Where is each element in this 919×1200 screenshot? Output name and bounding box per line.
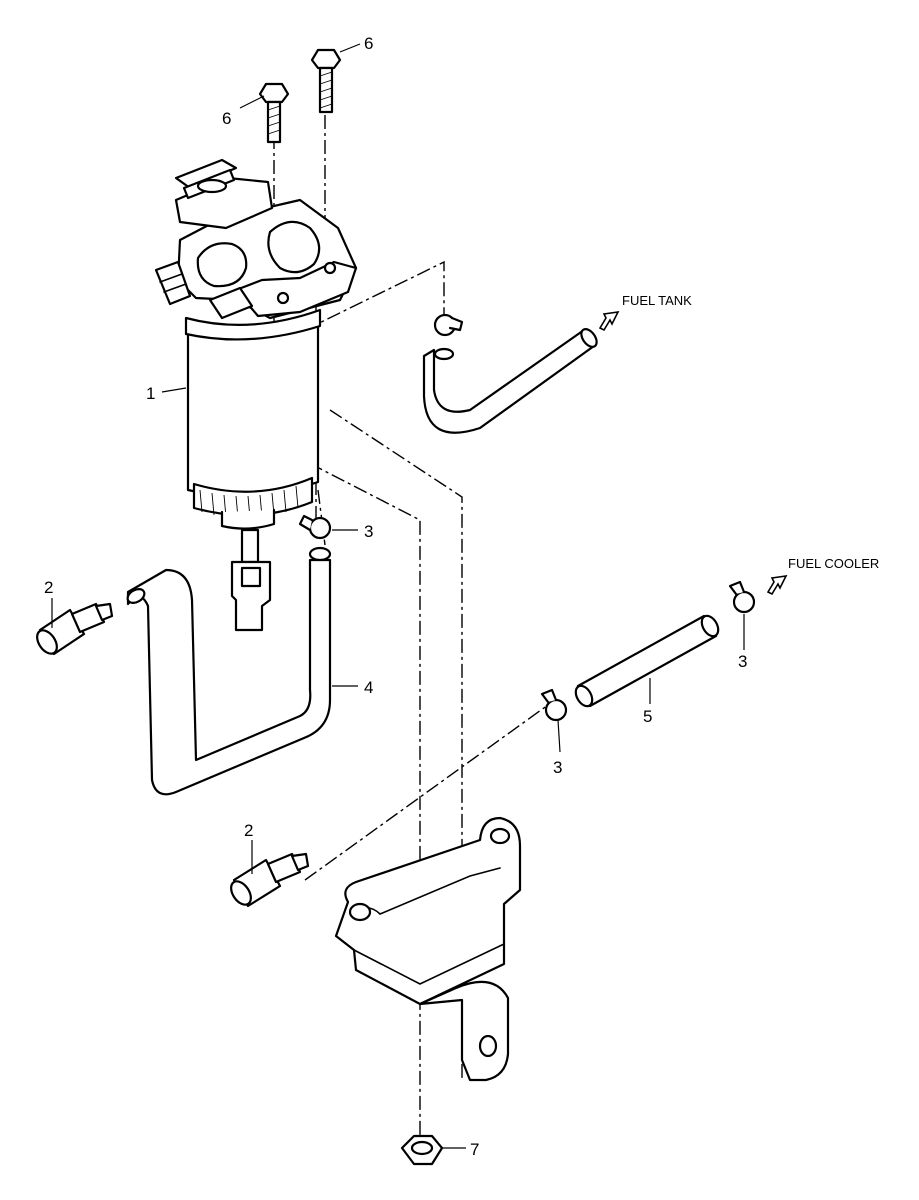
callouts: 1 2 2 3 3 3 4 5 6 6 7 (44, 34, 747, 1159)
callout-5: 5 (643, 707, 652, 726)
return-hose-fuel-tank (422, 328, 598, 434)
callout-6-right: 6 (364, 34, 373, 53)
connector-upper (36, 602, 114, 656)
clamp-tube-right (728, 580, 756, 614)
hollow-arrow-icon (598, 310, 620, 332)
tube-5 (574, 614, 720, 708)
hollow-arrow-icon (766, 574, 788, 596)
nut-7 (400, 1134, 444, 1166)
callout-3-left: 3 (553, 758, 562, 777)
callout-6-left: 6 (222, 109, 231, 128)
mounting-bracket (334, 816, 522, 1082)
destination-labels: FUEL TANK FUEL COOLER (622, 293, 879, 571)
connector-lower (230, 852, 310, 908)
clamp-tube-left (540, 688, 568, 722)
clamp-tank-hose (433, 313, 464, 337)
callout-4: 4 (364, 678, 373, 697)
fuel-filter-assembly (154, 158, 358, 632)
leader-lines (51, 43, 745, 1149)
callout-2-upper: 2 (44, 578, 53, 597)
callout-1: 1 (146, 384, 155, 403)
label-fuel-tank: FUEL TANK (622, 293, 692, 308)
bolt-right (310, 48, 342, 114)
hose-4 (126, 546, 332, 796)
callout-7: 7 (470, 1140, 479, 1159)
callout-2-lower: 2 (244, 821, 253, 840)
clamp-filter (298, 514, 332, 540)
bolt-left (258, 82, 290, 144)
callout-3-right: 3 (738, 652, 747, 671)
label-fuel-cooler: FUEL COOLER (788, 556, 879, 571)
callout-3-filter: 3 (364, 522, 373, 541)
